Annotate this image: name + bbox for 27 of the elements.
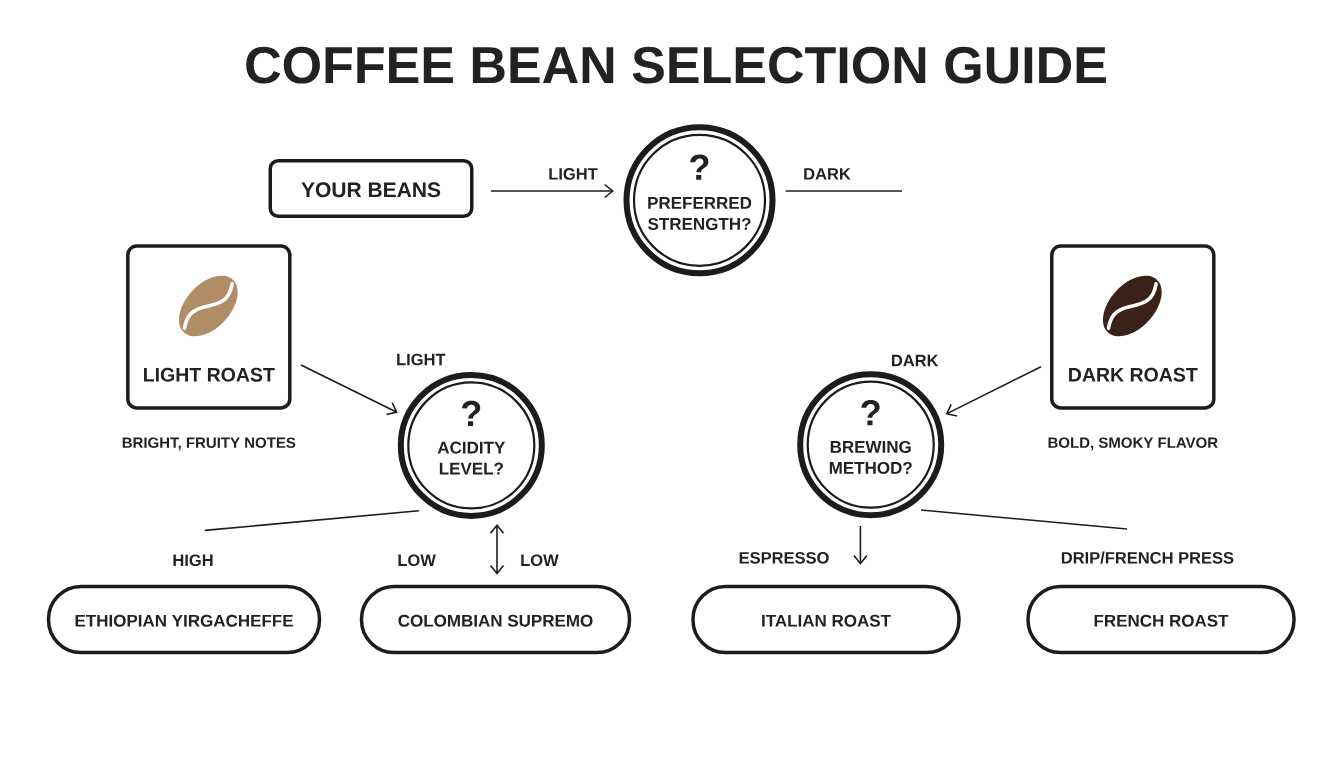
edge-label: ESPRESSO — [736, 550, 832, 566]
connector-line — [204, 510, 420, 532]
edge-label: LOW — [518, 552, 561, 569]
result-pill: FRENCH ROAST — [1026, 584, 1296, 655]
arrow — [945, 365, 1042, 417]
edge-label: DARK — [888, 352, 941, 369]
result-pill: COLOMBIAN SUPREMO — [359, 584, 632, 655]
arrow — [853, 525, 868, 565]
branch-label: LOW — [398, 554, 436, 567]
title: COFFEE BEAN SELECTION GUIDE — [246, 46, 1106, 84]
edge-label: HIGH — [170, 552, 216, 569]
roast-card: DARK ROAST — [1050, 244, 1216, 410]
roast-card: LIGHT ROAST — [126, 244, 292, 410]
result-pill: ETHIOPIAN YIRGACHEFFE — [46, 584, 322, 655]
double-arrow — [489, 524, 505, 575]
flavor-note: BOLD, SMOKY FLAVOR — [1048, 437, 1218, 451]
arrow — [490, 183, 614, 199]
edge-label: LIGHT — [546, 166, 600, 182]
flavor-note: BRIGHT, FRUITY NOTES — [122, 437, 296, 451]
edge-label: LIGHT — [394, 351, 448, 368]
connector-line — [784, 190, 903, 192]
result-pill: ITALIAN ROAST — [691, 584, 961, 655]
edge-label: DRIP/FRENCH PRESS — [1058, 549, 1237, 566]
arrow — [300, 364, 398, 416]
start-box: YOUR BEANS — [268, 159, 474, 218]
connector-line — [920, 509, 1128, 530]
edge-label: DARK — [801, 166, 853, 182]
